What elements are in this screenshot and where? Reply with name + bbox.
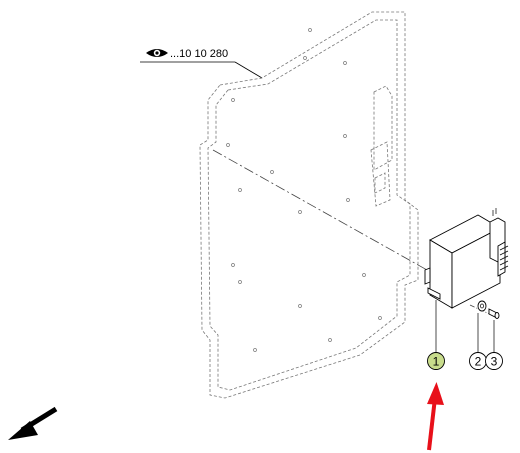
callout-1-number: 1 xyxy=(433,355,440,369)
callout-2-number: 2 xyxy=(475,355,482,369)
screw[interactable] xyxy=(488,308,500,319)
mounting-panel xyxy=(199,11,419,399)
reference-text: ...10 10 280 xyxy=(170,48,228,60)
callout-1[interactable]: 1 xyxy=(427,352,445,370)
callout-leaders xyxy=(435,300,495,352)
callout-1-circle xyxy=(427,352,445,370)
callout-3-circle xyxy=(485,352,503,370)
panel-holes xyxy=(226,28,382,352)
connector-pins xyxy=(492,208,509,271)
eye-icon xyxy=(146,49,168,57)
alignment-line xyxy=(212,149,437,276)
callout-2[interactable]: 2 xyxy=(469,352,487,370)
control-module[interactable] xyxy=(424,214,506,309)
washer[interactable] xyxy=(477,300,487,312)
reference-leader xyxy=(234,61,263,79)
callout-3-number: 3 xyxy=(491,355,498,369)
callout-3[interactable]: 3 xyxy=(485,352,503,370)
direction-arrow-icon xyxy=(8,406,58,440)
red-arrow-icon xyxy=(427,382,444,451)
reference-link[interactable]: ...10 10 280 xyxy=(146,48,228,60)
